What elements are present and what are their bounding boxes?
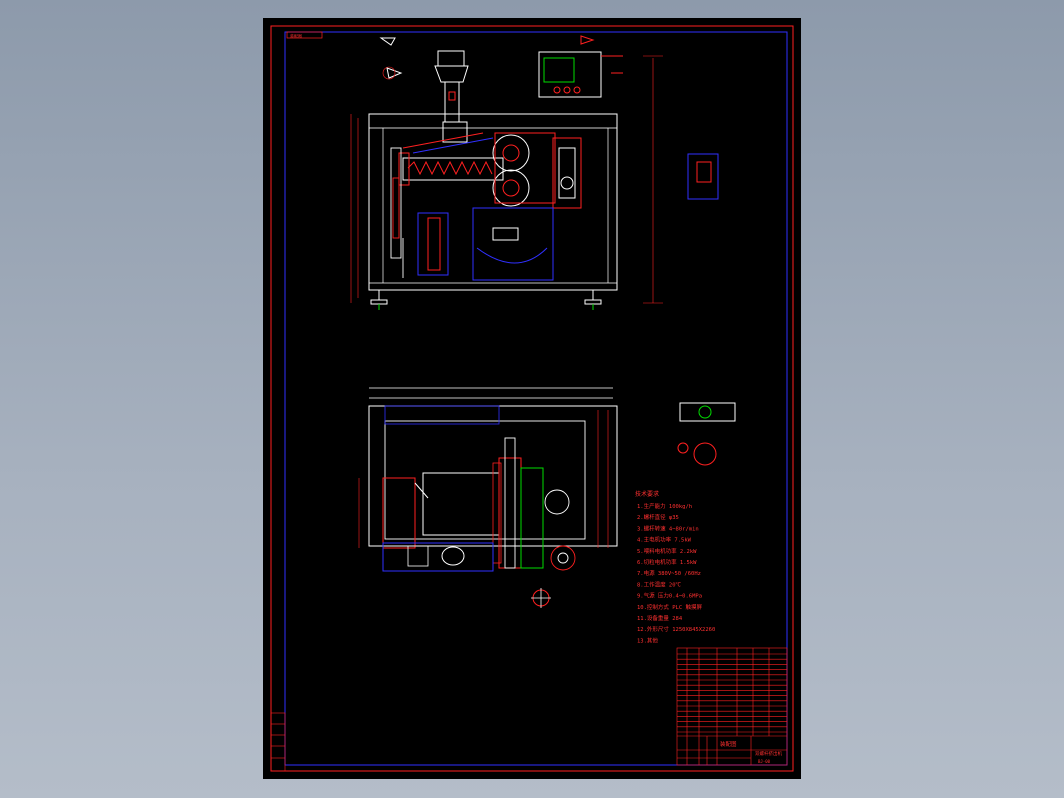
outer-frame xyxy=(270,25,794,772)
top-label: 装配图 xyxy=(290,33,302,39)
tech-requirements: 技术要求 1.生产能力 100kg/h 2.螺杆直径 φ35 3.螺杆转速 4~80… xyxy=(635,490,715,644)
projection-symbol xyxy=(379,37,396,46)
company-name: 双螺杆挤出机 xyxy=(755,750,782,757)
drawing-name: 装配图 xyxy=(720,740,737,748)
tech-requirement-item: 7.电源 380V~50 /60Hz xyxy=(637,569,701,577)
tech-requirement-item: 13.其他 xyxy=(637,636,658,644)
section-views xyxy=(677,402,736,466)
tech-requirements-title: 技术要求 xyxy=(635,490,659,498)
drawing-sheet: 装配图 xyxy=(263,18,801,779)
revision-strip xyxy=(270,712,286,772)
tech-requirement-item: 12.外形尺寸 1250X845X2260 xyxy=(637,625,715,633)
side-detail xyxy=(687,153,719,200)
tech-requirement-item: 9.气源 压力0.4~0.6MPa xyxy=(637,592,702,600)
tech-requirement-item: 2.螺杆直径 φ35 xyxy=(637,513,679,521)
tech-requirement-item: 3.螺杆转速 4~80r/min xyxy=(637,524,699,532)
tech-requirement-item: 6.切粒电机功率 1.5kW xyxy=(637,558,697,566)
inner-frame xyxy=(284,31,788,766)
top-view xyxy=(358,387,618,608)
hopper xyxy=(434,50,469,143)
motor xyxy=(417,207,554,281)
front-view xyxy=(350,35,663,310)
gearbox xyxy=(492,132,582,209)
screw-barrel xyxy=(398,132,504,186)
drawing-code: BJ-00 xyxy=(758,759,771,764)
tech-requirement-item: 5.喂料电机功率 2.2kW xyxy=(637,547,697,555)
tech-requirement-item: 1.生产能力 100kg/h xyxy=(637,502,692,510)
tech-requirement-item: 4.主电机功率 7.5kW xyxy=(637,536,692,544)
control-panel xyxy=(538,35,623,98)
tech-requirement-item: 10.控制方式 PLC 触摸屏 xyxy=(637,603,702,611)
tech-requirement-item: 11.设备重量 284 xyxy=(637,614,683,622)
title-block: 装配图 双螺杆挤出机 BJ-00 xyxy=(676,647,788,766)
tech-requirement-item: 8.工作温度 20℃ xyxy=(637,580,682,588)
